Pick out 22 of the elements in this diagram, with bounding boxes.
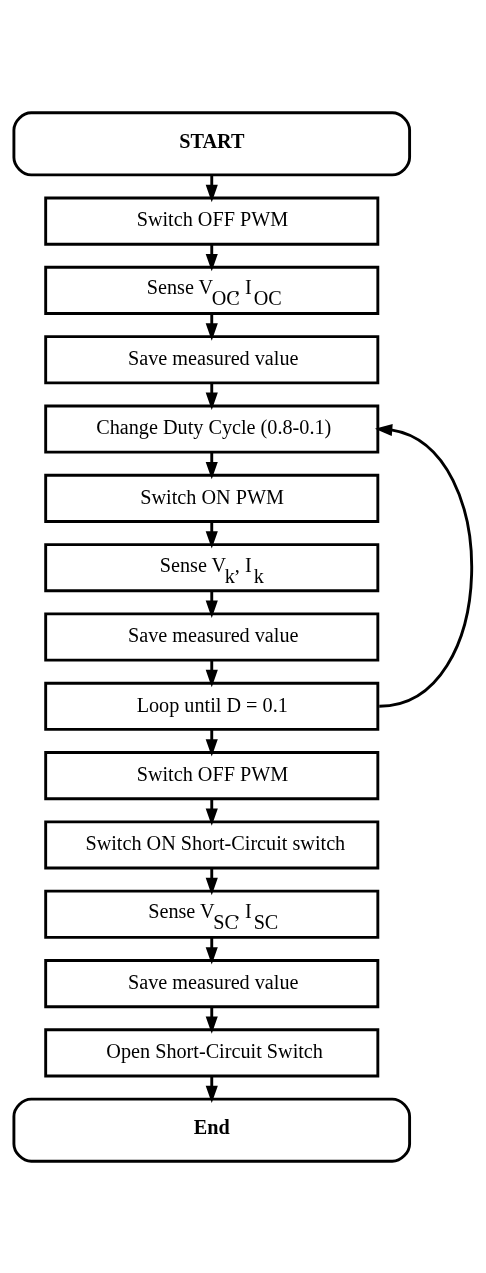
node-box: Loop until D = 0.1: [44, 681, 380, 731]
arrow: [205, 590, 218, 618]
node-box: Change Duty Cycle (0.8-0.1): [44, 404, 380, 454]
arrow: [205, 382, 218, 410]
node-box: Switch OFF PWM: [44, 196, 380, 246]
node-box: Switch OFF PWM: [44, 750, 380, 800]
node-box: START: [12, 110, 412, 176]
arrow: [205, 659, 218, 687]
arrow: [205, 451, 218, 479]
node-box: Save measured value: [44, 611, 380, 662]
arrow: [374, 423, 473, 708]
arrow: [205, 936, 218, 964]
node-box: End: [12, 1097, 412, 1163]
arrow: [205, 867, 218, 895]
node-box: Save measured value: [44, 334, 380, 384]
node-box: Save measured value: [44, 958, 380, 1008]
arrow: [205, 174, 218, 202]
arrow: [205, 243, 218, 271]
node-box: Open Short-Circuit Switch: [44, 1027, 380, 1077]
node-box: Switch ON PWM: [44, 473, 380, 523]
node-box: Switch ON Short-Circuit switch: [44, 819, 380, 869]
arrow: [205, 1075, 218, 1103]
